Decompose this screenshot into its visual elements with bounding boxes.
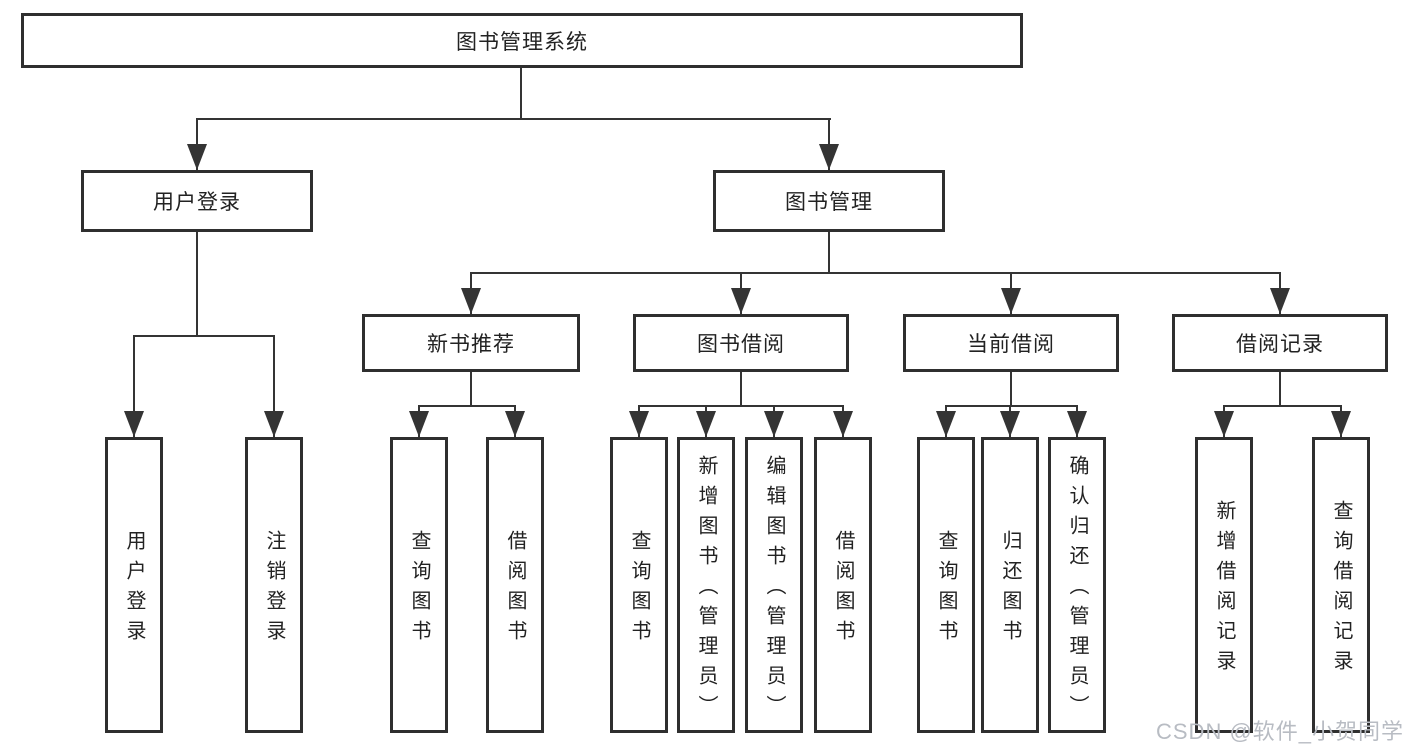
arrowhead-down-icon	[124, 411, 144, 437]
arrowhead-down-icon	[187, 144, 207, 170]
node-label: 注销登录	[263, 530, 285, 650]
leaf-add-borrow-record: 新增借阅记录	[1195, 437, 1253, 733]
node-label: 借阅图书	[504, 530, 526, 650]
node-label: 编辑图书（管理员）	[763, 455, 785, 725]
arrowhead-down-icon	[1270, 288, 1290, 314]
leaf-query-books-recommend: 查询图书	[390, 437, 448, 733]
arrowhead-down-icon	[461, 288, 481, 314]
connector	[470, 272, 1281, 274]
connector	[273, 335, 275, 437]
connector	[520, 68, 522, 118]
leaf-return-books: 归还图书	[981, 437, 1039, 733]
node-label: 用户登录	[123, 530, 145, 650]
arrowhead-down-icon	[1214, 411, 1234, 437]
arrowhead-down-icon	[409, 411, 429, 437]
node-book-borrow: 图书借阅	[633, 314, 849, 372]
node-label: 新增图书（管理员）	[695, 455, 717, 725]
arrowhead-down-icon	[1331, 411, 1351, 437]
node-label: 借阅记录	[1236, 333, 1324, 356]
leaf-query-books-borrow: 查询图书	[610, 437, 668, 733]
arrowhead-down-icon	[1001, 288, 1021, 314]
connector	[1223, 405, 1342, 407]
connector	[1279, 372, 1281, 405]
leaf-user-login: 用户登录	[105, 437, 163, 733]
node-label: 当前借阅	[967, 333, 1055, 356]
node-label: 新书推荐	[427, 333, 515, 356]
arrowhead-down-icon	[764, 411, 784, 437]
arrowhead-down-icon	[936, 411, 956, 437]
node-label: 查询图书	[408, 530, 430, 650]
arrowhead-down-icon	[696, 411, 716, 437]
connector	[740, 372, 742, 405]
node-label: 归还图书	[999, 530, 1021, 650]
node-label: 查询图书	[935, 530, 957, 650]
connector	[418, 405, 516, 407]
node-label: 借阅图书	[832, 530, 854, 650]
leaf-query-borrow-record: 查询借阅记录	[1312, 437, 1370, 733]
csdn-watermark: CSDN @软件_小贺同学	[1156, 719, 1405, 744]
connector	[133, 335, 275, 337]
arrowhead-down-icon	[505, 411, 525, 437]
connector	[196, 118, 831, 120]
connector	[470, 372, 472, 405]
node-label: 确认归还（管理员）	[1066, 455, 1088, 725]
leaf-logout: 注销登录	[245, 437, 303, 733]
node-user-login: 用户登录	[81, 170, 313, 232]
node-label: 图书借阅	[697, 333, 785, 356]
connector	[945, 405, 1078, 407]
leaf-add-books-admin: 新增图书（管理员）	[677, 437, 735, 733]
connector	[196, 232, 198, 335]
node-label: 查询图书	[628, 530, 650, 650]
node-borrow-records: 借阅记录	[1172, 314, 1388, 372]
node-label: 用户登录	[153, 191, 241, 214]
leaf-borrow-books: 借阅图书	[814, 437, 872, 733]
arrowhead-down-icon	[629, 411, 649, 437]
node-current-borrow: 当前借阅	[903, 314, 1119, 372]
node-new-book-recommend: 新书推荐	[362, 314, 580, 372]
connector	[638, 405, 844, 407]
arrowhead-down-icon	[819, 144, 839, 170]
leaf-query-books-current: 查询图书	[917, 437, 975, 733]
node-root-library-system: 图书管理系统	[21, 13, 1023, 68]
arrowhead-down-icon	[1000, 411, 1020, 437]
node-label: 图书管理系统	[456, 30, 588, 54]
node-label: 图书管理	[785, 191, 873, 214]
connector	[828, 232, 830, 272]
node-book-management: 图书管理	[713, 170, 945, 232]
leaf-confirm-return-admin: 确认归还（管理员）	[1048, 437, 1106, 733]
leaf-borrow-books-recommend: 借阅图书	[486, 437, 544, 733]
node-label: 查询借阅记录	[1330, 500, 1352, 680]
node-label: 新增借阅记录	[1213, 500, 1235, 680]
leaf-edit-books-admin: 编辑图书（管理员）	[745, 437, 803, 733]
arrowhead-down-icon	[264, 411, 284, 437]
arrowhead-down-icon	[731, 288, 751, 314]
connector	[1010, 372, 1012, 405]
arrowhead-down-icon	[833, 411, 853, 437]
arrowhead-down-icon	[1067, 411, 1087, 437]
connector	[133, 335, 135, 437]
